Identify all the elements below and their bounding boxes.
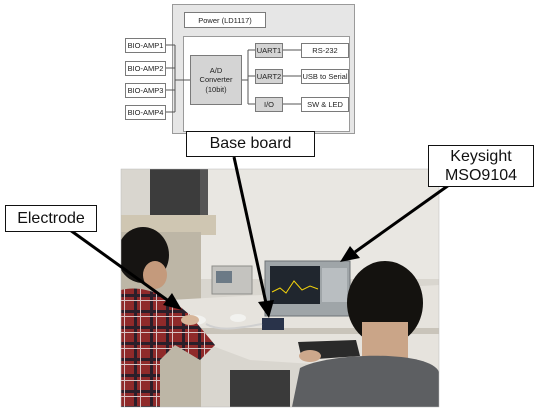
diagram-connectors bbox=[166, 44, 301, 113]
uart1-block: UART1 bbox=[255, 43, 283, 58]
callout-base-board: Base board bbox=[186, 131, 315, 157]
arrow-head-base-board bbox=[258, 300, 274, 318]
io-block: I/O bbox=[255, 97, 283, 112]
bio-amp-4: BIO-AMP4 bbox=[125, 105, 166, 120]
bio-amp-3: BIO-AMP3 bbox=[125, 83, 166, 98]
callout-electrode: Electrode bbox=[5, 205, 97, 232]
usb-serial-block: USB to Serial bbox=[301, 69, 349, 84]
arrow-head-electrode bbox=[163, 293, 182, 310]
power-block: Power (LD1117) bbox=[184, 12, 266, 28]
bio-amp-1: BIO-AMP1 bbox=[125, 38, 166, 53]
sw-led-block: SW & LED bbox=[301, 97, 349, 112]
uart2-block: UART2 bbox=[255, 69, 283, 84]
rs232-block: RS-232 bbox=[301, 43, 349, 58]
adc-block: A/D Converter (10bit) bbox=[190, 55, 242, 105]
arrow-head-keysight bbox=[340, 246, 360, 262]
callout-keysight: Keysight MSO9104 bbox=[428, 145, 534, 187]
bio-amp-2: BIO-AMP2 bbox=[125, 61, 166, 76]
